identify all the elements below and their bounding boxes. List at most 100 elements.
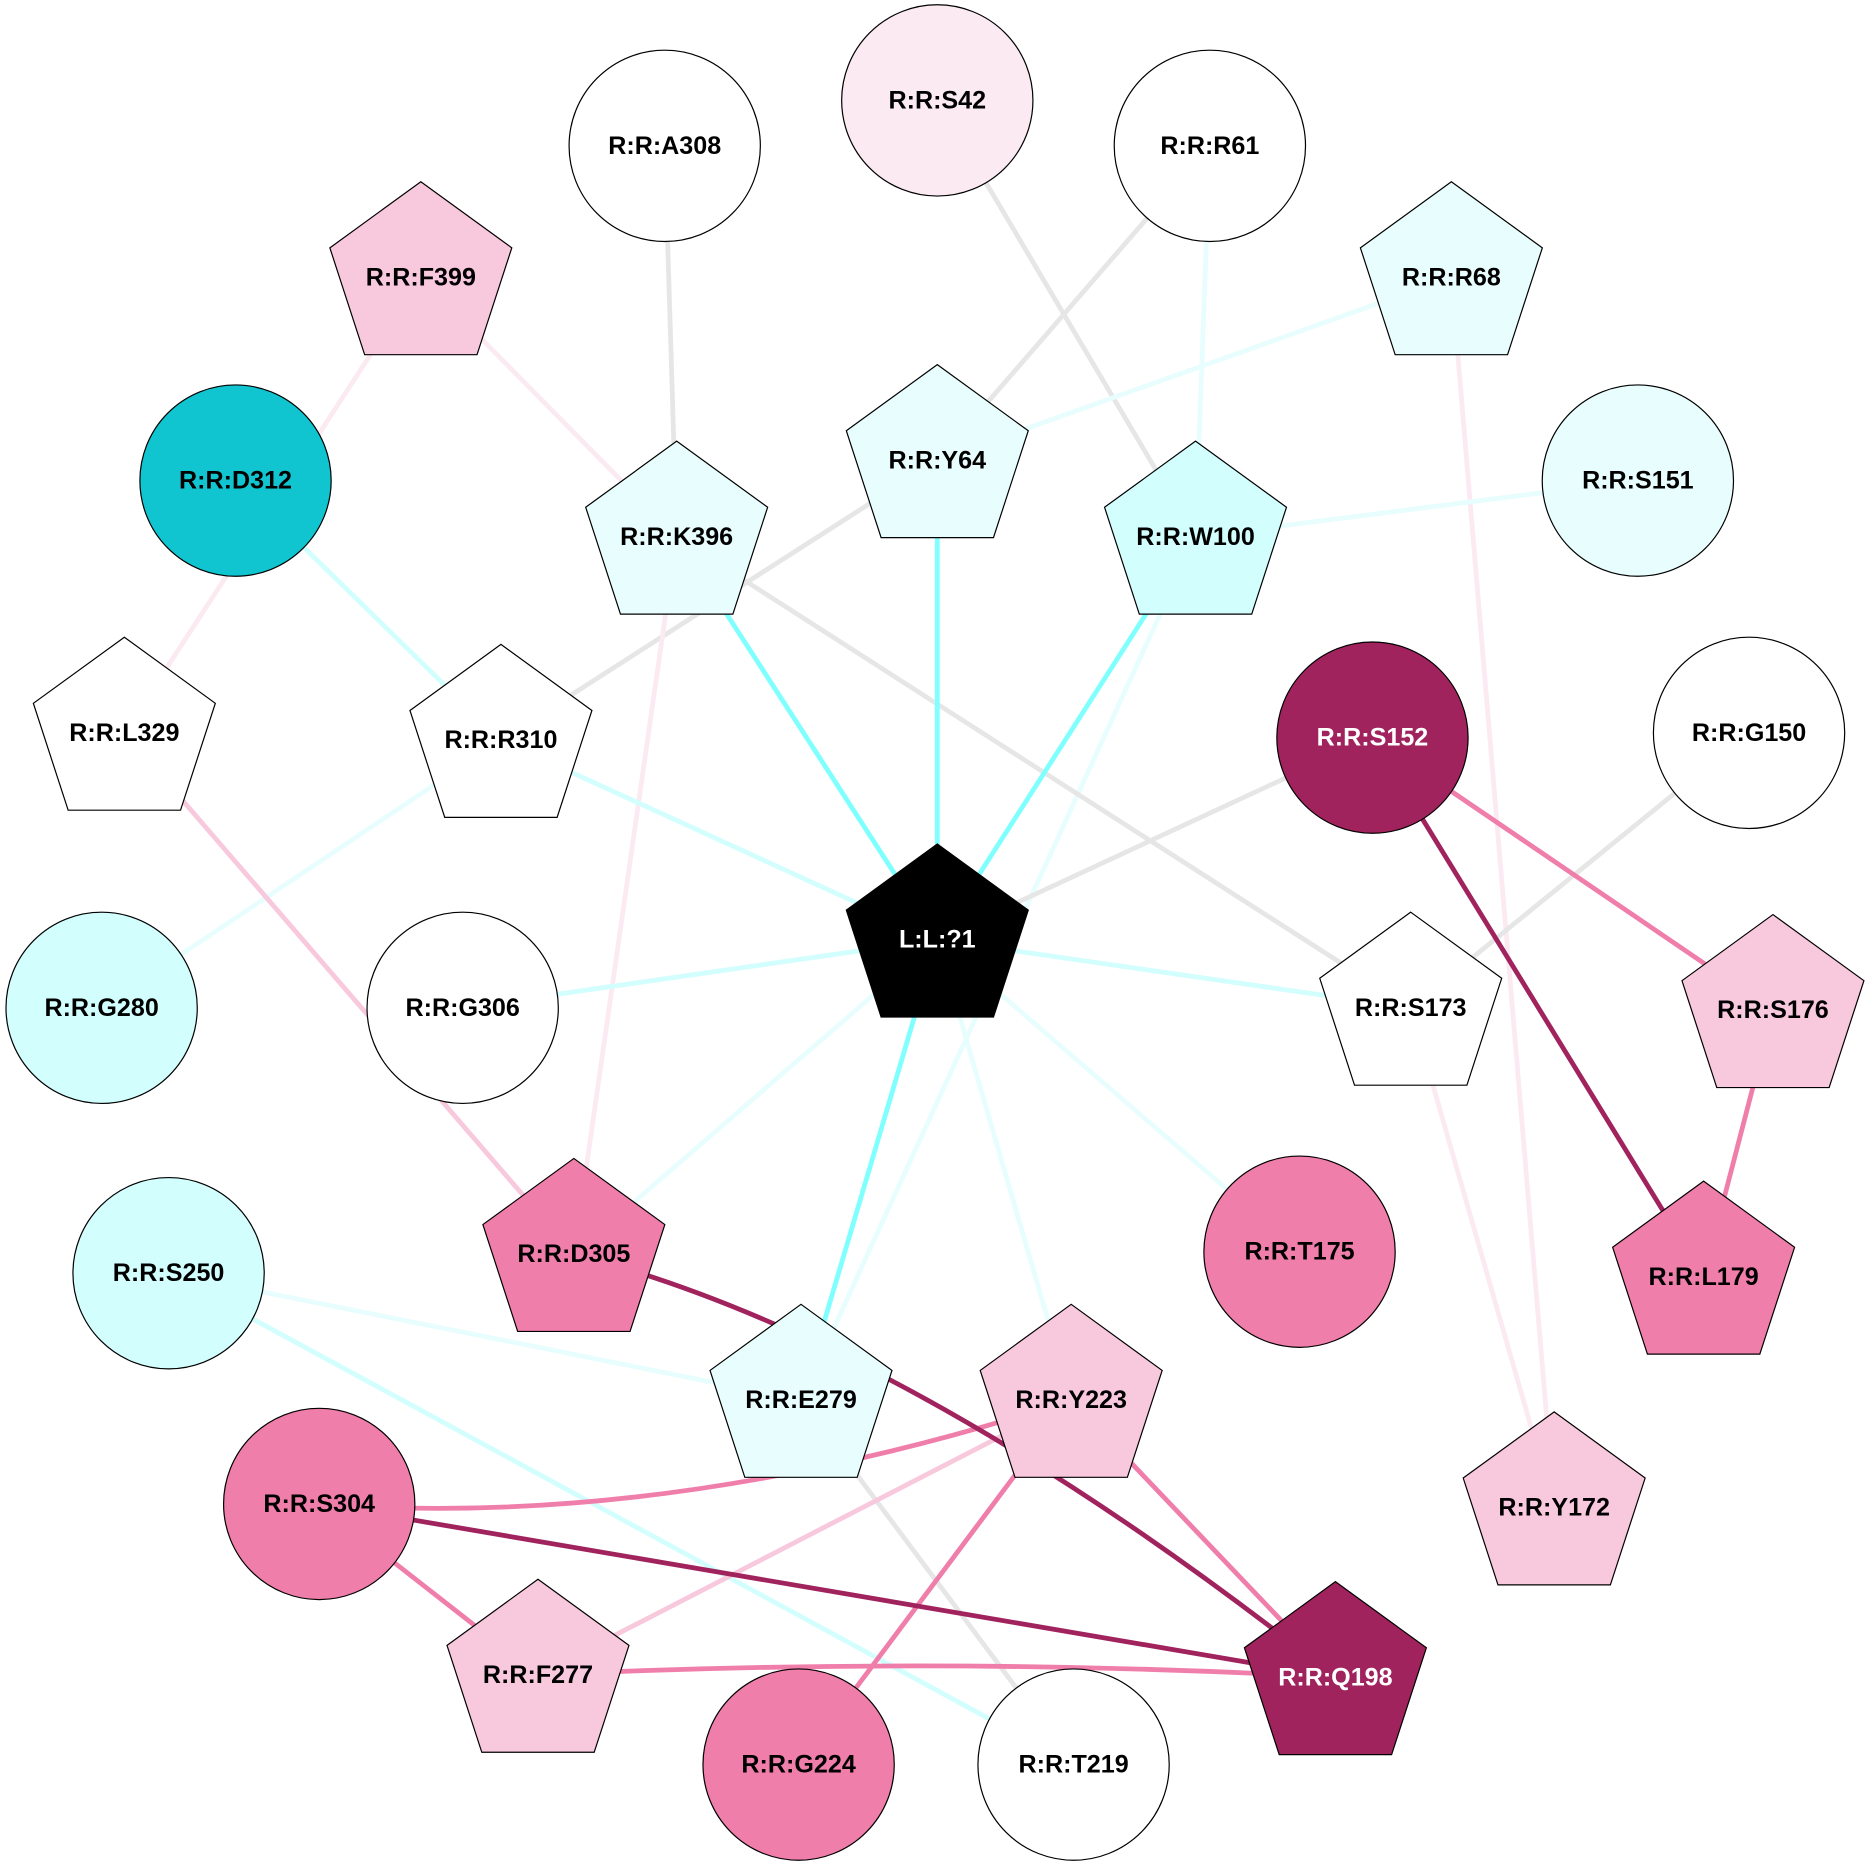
node-label: R:R:F277 — [483, 1661, 593, 1689]
node-label: R:R:A308 — [608, 132, 721, 160]
node-r-r-t219[interactable]: R:R:T219 — [977, 1668, 1170, 1861]
circle-shape — [222, 1407, 416, 1601]
node-label: R:R:R310 — [444, 726, 557, 754]
node-r-r-a308[interactable]: R:R:A308 — [568, 49, 761, 243]
node-r-r-g150[interactable]: R:R:G150 — [1652, 636, 1846, 830]
circle-shape — [977, 1668, 1170, 1861]
node-r-r-d312[interactable]: R:R:D312 — [139, 384, 332, 577]
node-r-r-e279[interactable]: R:R:E279 — [709, 1303, 893, 1478]
node-r-r-y172[interactable]: R:R:Y172 — [1462, 1411, 1646, 1586]
node-r-r-r310[interactable]: R:R:R310 — [409, 643, 593, 818]
node-r-r-t175[interactable]: R:R:T175 — [1203, 1155, 1396, 1348]
node-label: R:R:F399 — [366, 263, 476, 291]
node-r-r-r68[interactable]: R:R:R68 — [1359, 180, 1544, 356]
edge-r-r-s250-r-r-e279 — [168, 1270, 802, 1403]
edge-r-r-r68-r-r-y172 — [1448, 277, 1557, 1508]
circle-shape — [702, 1668, 895, 1861]
node-label: R:R:G280 — [44, 994, 158, 1022]
pentagon-shape — [709, 1303, 893, 1478]
node-r-r-k396[interactable]: R:R:K396 — [584, 440, 769, 615]
node-r-r-d305[interactable]: R:R:D305 — [482, 1157, 666, 1333]
node-label: R:R:Y223 — [1015, 1386, 1127, 1414]
node-r-r-s151[interactable]: R:R:S151 — [1541, 384, 1735, 577]
node-label: R:R:T219 — [1019, 1751, 1129, 1779]
node-r-r-w100[interactable]: R:R:W100 — [1103, 440, 1288, 615]
node-label: R:R:S176 — [1717, 996, 1829, 1024]
node-r-r-f399[interactable]: R:R:F399 — [329, 180, 513, 356]
node-r-r-s304[interactable]: R:R:S304 — [222, 1407, 416, 1601]
node-r-r-s173[interactable]: R:R:S173 — [1319, 911, 1503, 1086]
pentagon-shape — [979, 1303, 1163, 1478]
node-r-r-y223[interactable]: R:R:Y223 — [979, 1303, 1163, 1478]
node-label: R:R:D305 — [517, 1240, 630, 1268]
node-label: R:R:W100 — [1136, 523, 1255, 551]
pentagon-shape — [446, 1578, 630, 1753]
pentagon-shape — [1103, 440, 1288, 615]
edge-r-r-y223-r-r-s304 — [319, 1397, 1072, 1511]
node-r-r-l329[interactable]: R:R:L329 — [32, 636, 217, 811]
node-label: R:R:Q198 — [1278, 1663, 1392, 1691]
edge-r-r-l329-r-r-d305 — [122, 731, 576, 1256]
edge-r-r-f277-r-r-q198 — [537, 1663, 1336, 1680]
node-label: R:R:T175 — [1244, 1238, 1354, 1266]
edge-r-r-s152-r-r-l179 — [1370, 736, 1706, 1279]
node-label: R:R:R68 — [1402, 263, 1501, 291]
node-r-r-g306[interactable]: R:R:G306 — [366, 911, 559, 1105]
node-r-r-q198[interactable]: R:R:Q198 — [1243, 1580, 1428, 1756]
node-r-r-g280[interactable]: R:R:G280 — [5, 911, 198, 1105]
node-label: R:R:G150 — [1692, 719, 1806, 747]
node-label: R:R:Y64 — [888, 446, 986, 474]
circle-shape — [1203, 1155, 1396, 1348]
node-r-r-s152[interactable]: R:R:S152 — [1276, 641, 1469, 834]
circle-shape — [1113, 49, 1307, 243]
node-label: R:R:E279 — [745, 1386, 857, 1414]
node-label: R:R:G224 — [741, 1751, 855, 1779]
node-r-r-g224[interactable]: R:R:G224 — [702, 1668, 895, 1861]
node-r-r-r61[interactable]: R:R:R61 — [1113, 49, 1307, 243]
node-label: R:R:R61 — [1160, 132, 1259, 160]
pentagon-shape — [584, 440, 769, 615]
node-label: R:R:G306 — [406, 994, 520, 1022]
pentagon-shape — [845, 843, 1029, 1018]
circle-shape — [1652, 636, 1846, 830]
circle-shape — [72, 1176, 265, 1370]
pentagon-shape — [482, 1157, 666, 1333]
circle-shape — [1276, 641, 1469, 834]
pentagon-shape — [1359, 180, 1544, 356]
edge-r-r-s304-r-r-q198 — [318, 1501, 1336, 1680]
edge-r-r-k396-r-r-d305 — [571, 536, 680, 1255]
pentagon-shape — [32, 636, 217, 811]
edge-r-r-s250-r-r-t219 — [167, 1271, 1075, 1767]
node-label: R:R:K396 — [620, 523, 733, 551]
node-label: R:R:S173 — [1355, 994, 1467, 1022]
node-r-r-s42[interactable]: R:R:S42 — [841, 4, 1034, 197]
node-r-r-y64[interactable]: R:R:Y64 — [845, 363, 1029, 539]
pentagon-shape — [845, 363, 1029, 539]
edge-r-r-d305-r-r-q198 — [573, 1251, 1337, 1680]
node-label: R:R:Y172 — [1498, 1494, 1610, 1522]
node-label: R:R:S250 — [113, 1259, 225, 1287]
circle-shape — [366, 911, 559, 1105]
pentagon-shape — [1243, 1580, 1428, 1756]
node-label: R:R:D312 — [179, 467, 292, 495]
node-r-r-s176[interactable]: R:R:S176 — [1681, 913, 1865, 1089]
node-label: L:L:?1 — [899, 926, 976, 954]
node-r-r-s250[interactable]: R:R:S250 — [72, 1176, 265, 1370]
pentagon-shape — [1319, 911, 1503, 1086]
pentagon-shape — [409, 643, 593, 818]
node-label: R:R:S304 — [263, 1490, 375, 1518]
node-r-r-f277[interactable]: R:R:F277 — [446, 1578, 630, 1753]
node-label: R:R:L329 — [69, 719, 179, 747]
node-l-l-1[interactable]: L:L:?1 — [845, 843, 1029, 1018]
edge-r-r-s173-r-r-y172 — [1408, 1007, 1557, 1509]
pentagon-shape — [1681, 913, 1865, 1089]
node-r-r-l179[interactable]: R:R:L179 — [1611, 1180, 1796, 1355]
circle-shape — [1541, 384, 1735, 577]
node-label: R:R:L179 — [1649, 1263, 1759, 1291]
circle-shape — [5, 911, 198, 1105]
edge-r-r-y223-r-r-f277 — [536, 1397, 1073, 1678]
circle-shape — [139, 384, 332, 577]
